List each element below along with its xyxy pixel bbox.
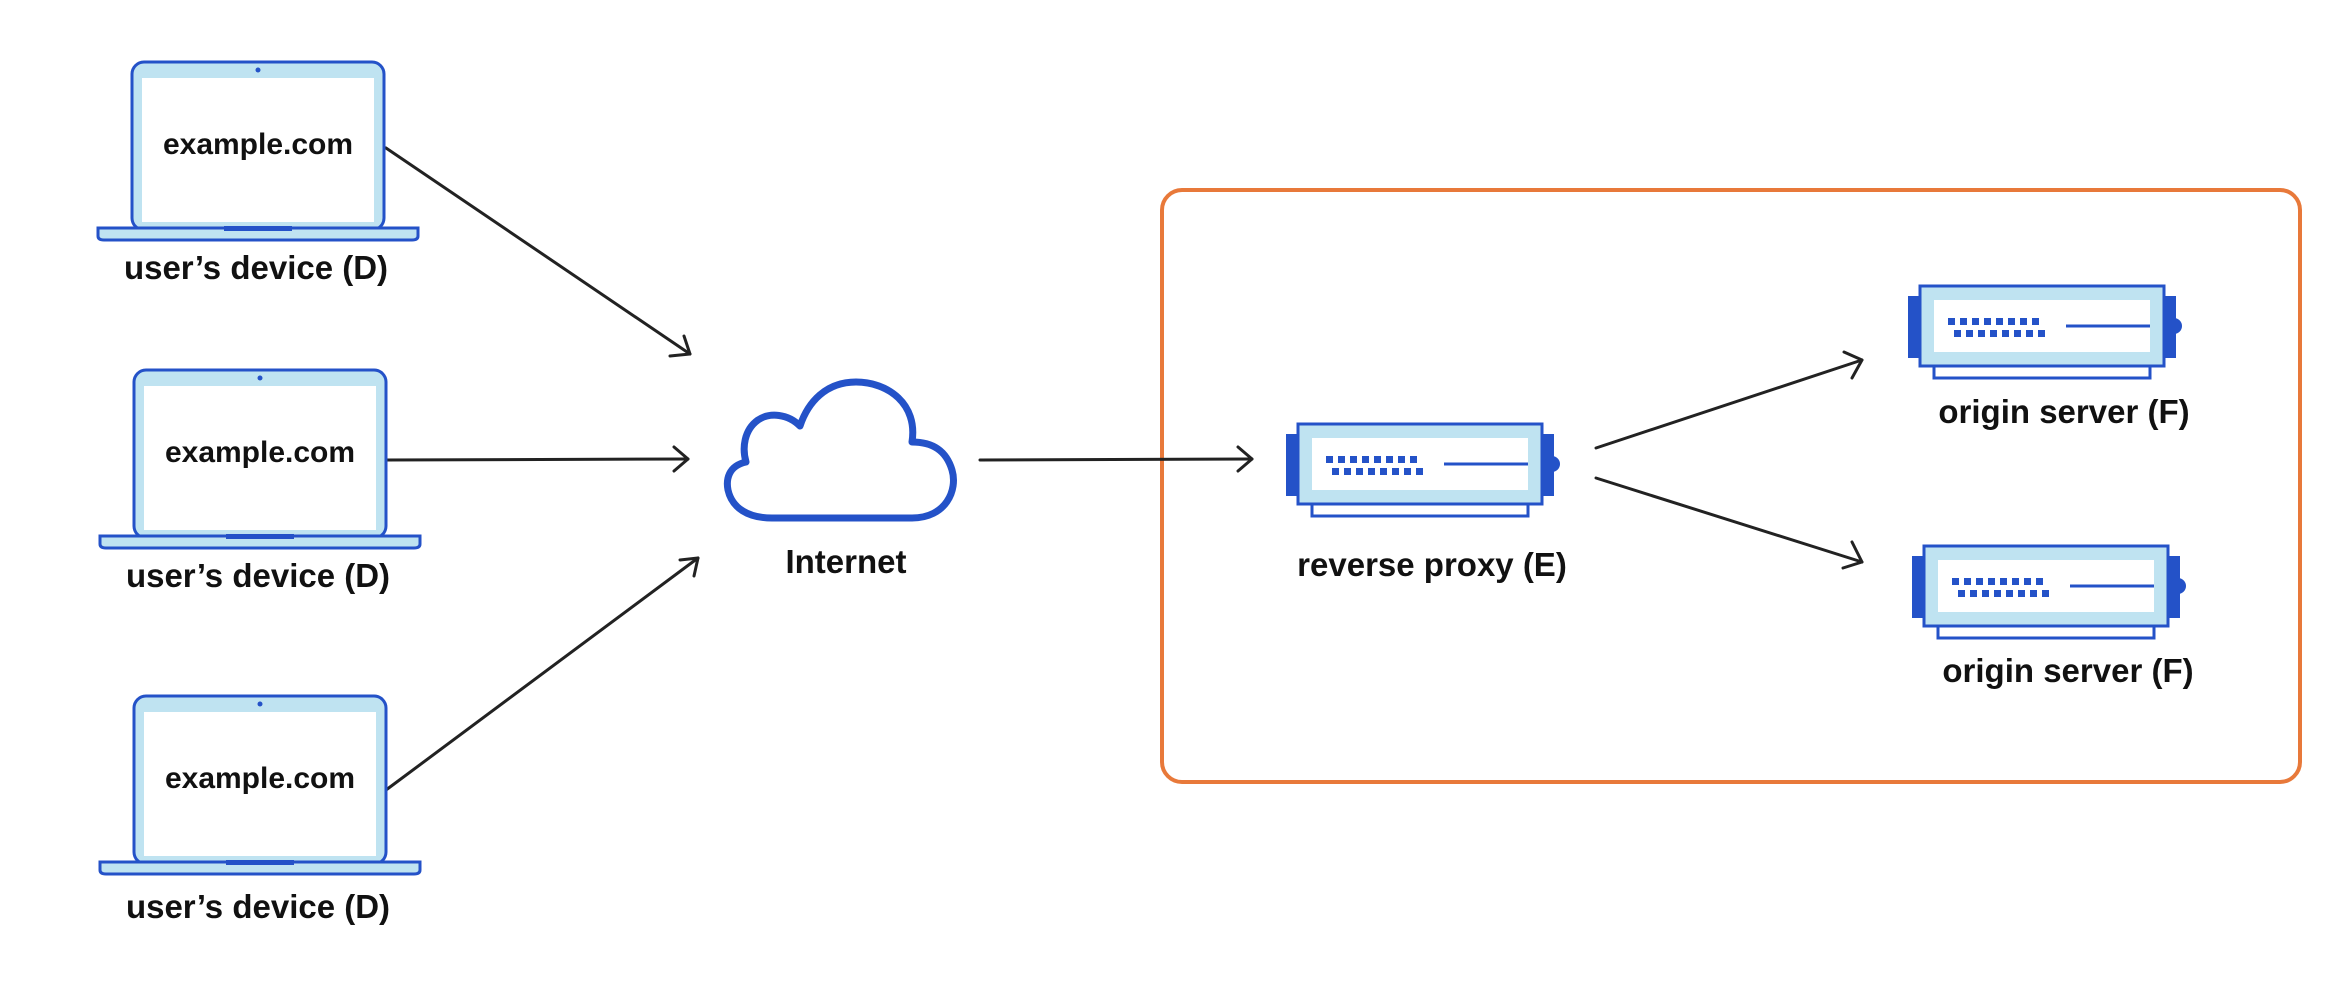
origin-server-label: origin server (F) [1942,652,2193,689]
internet-node: Internet [723,378,957,580]
server-icon [1284,422,1560,518]
device-label: user’s device (D) [126,888,390,925]
connection-arrows [384,146,1864,792]
server-icon [1906,284,2182,380]
device-label: user’s device (D) [126,557,390,594]
origin-server-2: origin server (F) [1910,544,2194,689]
arrow-internet-proxy [978,457,1254,462]
cloud-icon [723,378,957,522]
origin-server-label: origin server (F) [1938,393,2189,430]
arrow-proxy-origin1 [1594,358,1864,450]
infrastructure-boundary [1160,188,2302,784]
reverse-proxy-label: reverse proxy (E) [1297,546,1567,583]
reverse-proxy-node: reverse proxy (E) [1284,422,1567,583]
device-screen-text: example.com [163,128,353,161]
internet-label: Internet [785,543,906,580]
user-device-2: example.com user’s device (D) [98,368,422,594]
server-icon [1910,544,2186,640]
arrow-device2-internet [384,457,690,462]
device-label: user’s device (D) [124,249,388,286]
user-device-1: example.com user’s device (D) [96,60,420,286]
origin-server-1: origin server (F) [1906,284,2190,430]
device-screen-text: example.com [165,436,355,469]
arrow-device1-internet [384,146,692,356]
device-screen-text: example.com [165,762,355,795]
arrow-proxy-origin2 [1594,476,1864,564]
arrow-device3-internet [384,556,700,792]
user-device-3: example.com user’s device (D) [98,694,422,925]
